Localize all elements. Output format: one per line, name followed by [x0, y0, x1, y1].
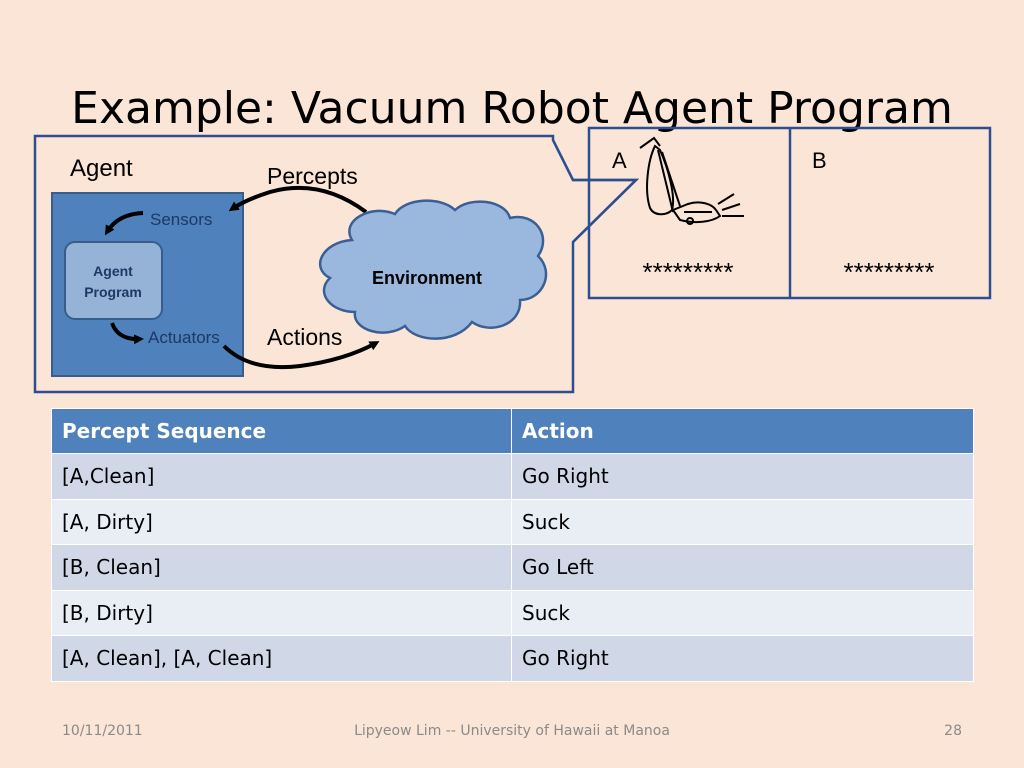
percept-cell: [A,Clean] [51, 453, 512, 500]
table-row: [A,Clean] Go Right [51, 453, 974, 500]
percept-cell: [B, Dirty] [51, 589, 512, 636]
agent-environment-diagram: Agent Agent Program Sensors Actuators Pe… [33, 126, 992, 394]
agent-function-table: Percept Sequence Action [A,Clean] Go Rig… [51, 408, 974, 682]
actuators-label: Actuators [148, 328, 220, 347]
table-row: [A, Dirty] Suck [51, 498, 974, 545]
agent-program-label-line2: Program [84, 284, 142, 300]
square-a-dirt: ********* [642, 257, 733, 287]
table-header-row: Percept Sequence Action [51, 408, 974, 454]
slide-title: Example: Vacuum Robot Agent Program [71, 83, 953, 135]
vacuum-cleaner-icon [639, 136, 744, 225]
sensors-label: Sensors [150, 210, 212, 229]
sensors-to-program-arrow [104, 211, 144, 236]
percept-cell: [A, Dirty] [51, 498, 512, 545]
percepts-label: Percepts [267, 163, 358, 189]
table-row: [A, Clean], [A, Clean] Go Right [51, 635, 974, 682]
page-number: 28 [944, 723, 962, 739]
action-cell: Go Left [511, 544, 974, 591]
percept-cell: [A, Clean], [A, Clean] [51, 635, 512, 682]
program-to-actuators-arrow [110, 322, 144, 345]
environment-cloud: Environment [319, 199, 548, 340]
column-header-percept-sequence: Percept Sequence [51, 408, 512, 454]
callout-pointer [551, 139, 640, 243]
agent-label: Agent [70, 155, 133, 182]
percept-cell: [B, Clean] [51, 544, 512, 591]
table-row: [B, Dirty] Suck [51, 589, 974, 636]
actions-label: Actions [267, 324, 342, 350]
footer-date: 10/11/2011 [62, 723, 143, 739]
square-b-dirt: ********* [843, 257, 934, 287]
square-b-label: B [812, 148, 827, 173]
agent-program-box [64, 241, 163, 320]
action-cell: Suck [511, 498, 974, 545]
column-header-action: Action [511, 408, 974, 454]
agent-program-label-line1: Agent [93, 263, 133, 279]
action-cell: Suck [511, 589, 974, 636]
action-cell: Go Right [511, 453, 974, 500]
action-cell: Go Right [511, 635, 974, 682]
square-a-label: A [612, 148, 627, 173]
footer-author: Lipyeow Lim -- University of Hawaii at M… [354, 723, 670, 739]
actions-arrow [222, 341, 380, 370]
environment-label: Environment [372, 268, 482, 288]
table-row: [B, Clean] Go Left [51, 544, 974, 591]
percepts-arrow [228, 185, 368, 214]
